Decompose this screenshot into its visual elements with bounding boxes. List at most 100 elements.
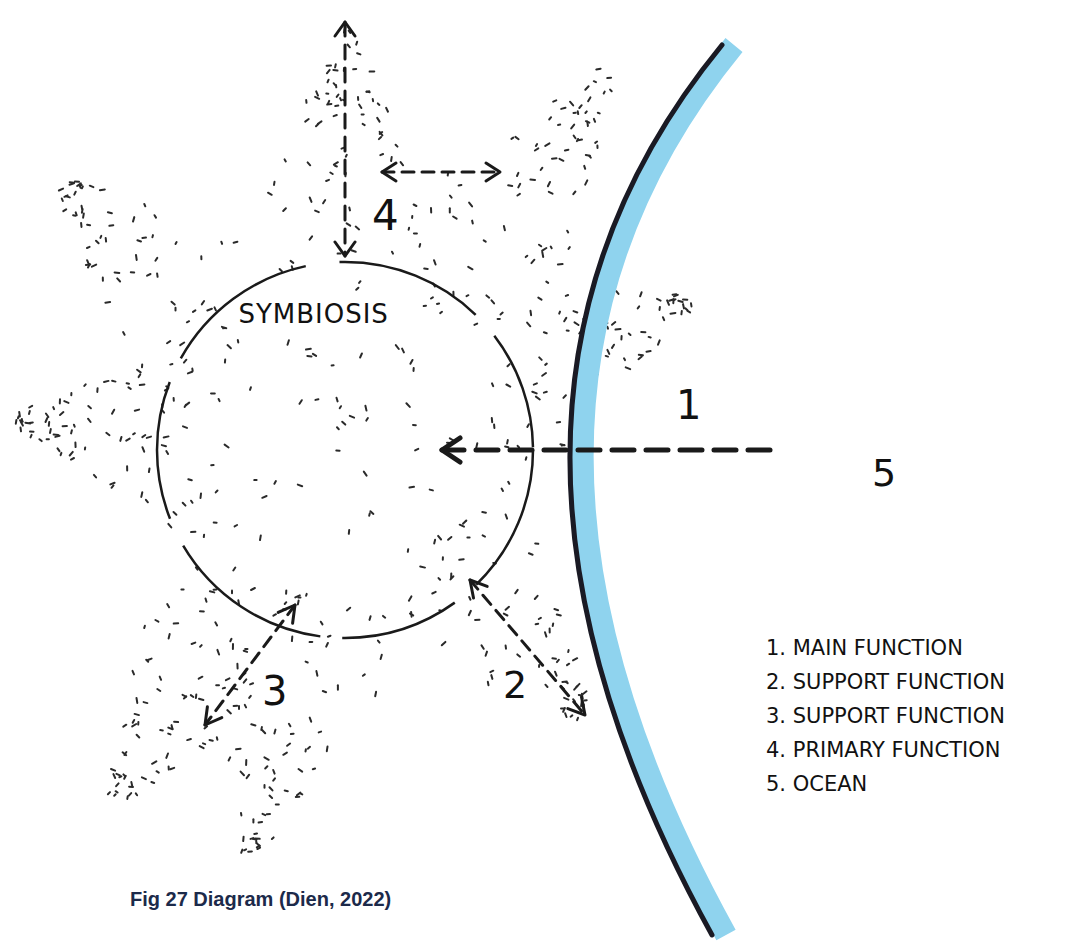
scatter-dot [562,681,566,683]
scatter-dot [671,312,676,315]
scatter-dot [116,774,120,776]
scatter-dot [474,324,477,325]
scatter-dot [126,439,130,441]
scatter-dot [616,291,618,294]
scatter-dot [370,616,371,620]
scatter-dot [607,77,611,79]
scatter-dot [195,695,197,699]
scatter-dot [175,308,177,311]
scatter-dot [407,549,409,552]
scatter-dot [135,714,139,715]
scatter-dot [490,671,493,672]
scatter-dot [649,336,651,339]
scatter-dot [123,774,125,776]
scatter-dot [272,837,274,839]
scatter-dot [459,558,463,561]
scatter-dot [334,115,337,116]
scatter-dot [141,492,142,497]
scatter-dot [222,327,226,328]
scatter-dot [367,90,370,93]
scatter-dot [673,293,677,295]
scatter-dot [199,677,203,679]
scatter-dot [332,364,334,366]
scatter-dot [74,192,75,195]
scatter-dot [273,182,276,185]
scatter-dot [467,536,469,538]
scatter-dot [440,312,442,313]
scatter-dot [305,100,307,103]
arrow-head [205,707,222,725]
scatter-dot [518,184,520,188]
legend-row: 4. PRIMARY FUNCTION [766,738,1000,762]
scatter-dot [326,643,328,647]
scatter-dot [449,208,451,212]
scatter-dot [346,155,347,157]
scatter-dot [288,340,289,344]
scatter-dot [92,265,96,267]
scatter-dot [55,436,59,437]
scatter-dot [216,684,219,686]
scatter-dot [372,99,374,101]
scatter-dot [359,105,361,109]
scatter-dot [129,793,131,796]
scatter-dot [583,691,587,694]
scatter-dot [406,403,409,407]
scatter-dot [88,419,91,422]
scatter-dot [62,199,63,202]
scatter-dot [330,173,332,175]
scatter-dot [356,288,358,290]
scatter-dot [200,494,203,499]
scatter-dot [203,535,205,537]
scatter-dot [469,597,470,600]
scatter-dot [29,406,32,408]
callout-number: 4 [372,192,399,240]
scatter-dot [578,139,582,142]
scatter-dot [534,383,537,384]
scatter-dot [476,443,477,448]
scatter-dot [220,242,223,244]
scatter-dot [84,384,85,386]
scatter-dot [486,652,487,656]
scatter-dot [135,410,139,411]
scatter-dot [223,327,225,329]
scatter-dot [386,108,388,112]
scatter-dot [353,68,356,70]
scatter-dot [420,567,425,568]
scatter-dot [448,537,451,540]
scatter-dot [257,848,260,849]
scatter-dot [217,650,219,655]
scatter-dot [112,380,115,383]
scatter-dot [348,45,350,48]
scatter-dot [493,425,495,428]
scatter-dot [410,612,413,617]
scatter-dot [573,658,577,660]
scatter-dot [535,596,538,599]
scatter-dot [144,702,148,703]
scatter-dot [594,81,596,82]
scatter-dot [112,485,114,487]
scatter-dot [365,406,366,411]
scatter-dot [541,252,544,257]
scatter-dot [203,742,205,745]
scatter-dot [504,614,508,616]
scatter-dot [561,707,564,709]
scatter-dot [73,425,76,427]
arrow-line [382,171,500,174]
scatter-dot [564,698,568,700]
scatter-dot [356,42,357,45]
scatter-dot [396,145,398,147]
symbiosis-circle: SYMBIOSIS [155,260,535,640]
scatter-dot [557,615,561,616]
scatter-dot [80,223,82,227]
scatter-dot [148,469,151,473]
scatter-dot [511,138,513,139]
scatter-dot [137,735,140,738]
scatter-dot [641,331,645,333]
scatter-dot [558,312,561,314]
scatter-dot [530,179,535,182]
scatter-dot [174,512,177,515]
scatter-dot [168,728,172,730]
scatter-dot [508,184,512,187]
scatter-dot [337,427,339,429]
scatter-dot [225,445,229,448]
